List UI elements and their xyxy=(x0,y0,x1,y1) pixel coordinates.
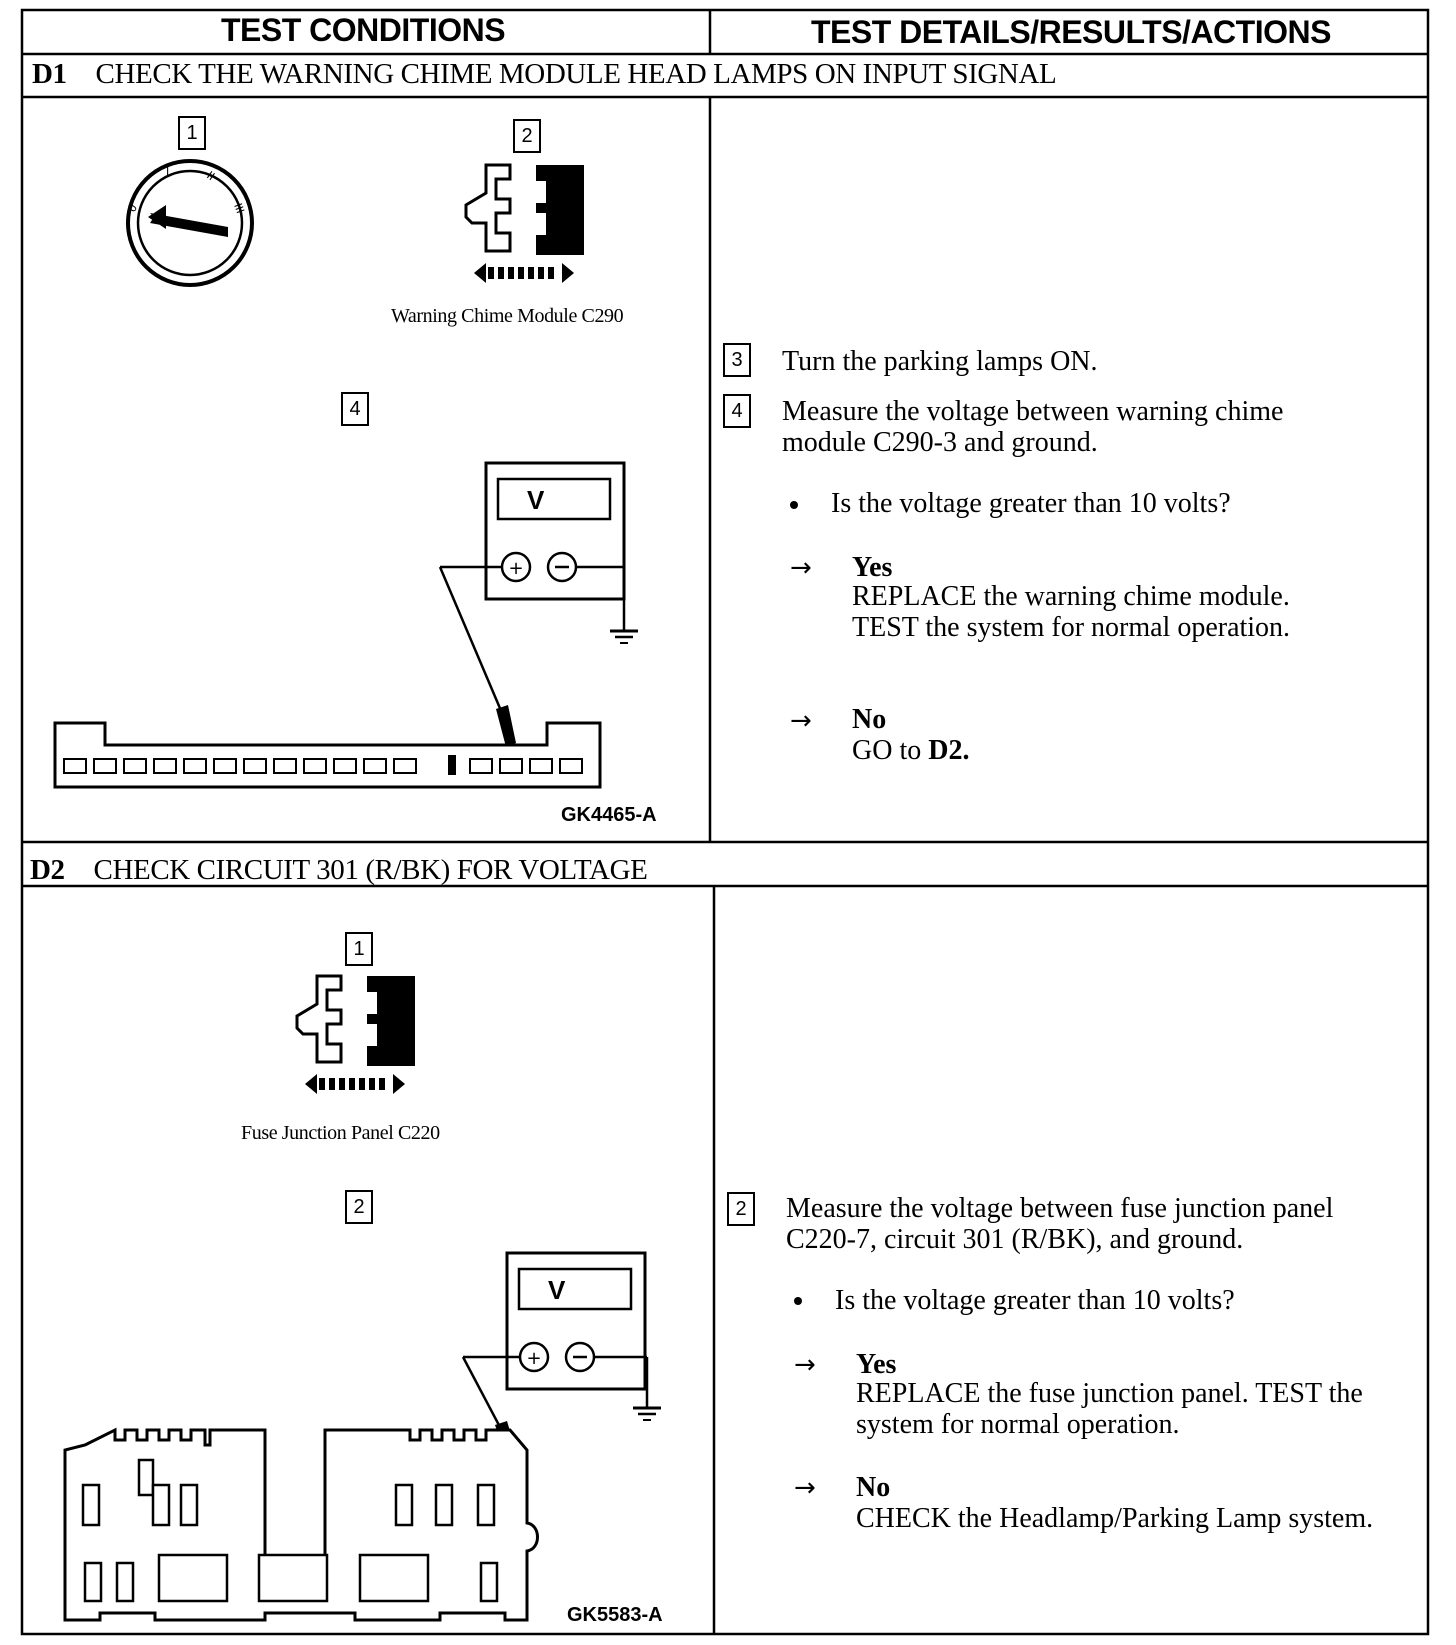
d2-step2-line2: C220-7, circuit 301 (R/BK), and ground. xyxy=(786,1224,1244,1255)
d2-step2-line1: Measure the voltage between fuse junctio… xyxy=(786,1193,1334,1224)
d2-question-bullet xyxy=(794,1297,802,1305)
d2-figure-id: GK5583-A xyxy=(567,1604,663,1626)
d1-no-target: D2. xyxy=(928,735,970,766)
d1-no-arrow: → xyxy=(790,706,812,736)
svg-text:+: + xyxy=(508,558,523,579)
d2-no-arrow: → xyxy=(794,1473,816,1503)
d2-meter-label: V xyxy=(548,1275,566,1305)
d1-figure-id: GK4465-A xyxy=(561,804,657,826)
ignition-switch-icon: 0 I II III xyxy=(125,159,254,287)
d1-step3-text: Turn the parking lamps ON. xyxy=(782,346,1098,377)
d2-step-box-1: 1 xyxy=(345,932,373,966)
section-d2-text: CHECK CIRCUIT 301 (R/BK) FOR VOLTAGE xyxy=(93,854,648,886)
d1-connector-caption: Warning Chime Module C290 xyxy=(391,305,624,327)
d2-connector-caption: Fuse Junction Panel C220 xyxy=(241,1122,440,1144)
d2-yes-arrow: → xyxy=(794,1350,816,1380)
d1-no-action: GO to D2. xyxy=(852,735,969,766)
d2-voltmeter-diagram: + xyxy=(63,1251,661,1622)
d1-yes-line2: TEST the system for normal operation. xyxy=(852,612,1291,643)
d2-no-label: No xyxy=(856,1472,891,1503)
section-d1-title: D1 CHECK THE WARNING CHIME MODULE HEAD L… xyxy=(32,58,1057,91)
d1-yes-arrow: → xyxy=(790,553,812,583)
d2-step-box-2-right: 2 xyxy=(727,1192,755,1226)
d1-step-box-4-right: 4 xyxy=(723,394,751,428)
d1-step-box-3: 3 xyxy=(723,343,751,377)
d1-question: Is the voltage greater than 10 volts? xyxy=(831,488,1231,519)
d1-no-prefix: GO to xyxy=(852,735,929,766)
d1-meter-label: V xyxy=(527,485,545,515)
svg-text:+: + xyxy=(526,1348,541,1369)
d2-yes-line2: system for normal operation. xyxy=(856,1409,1180,1440)
svg-text:III: III xyxy=(231,202,247,216)
header-test-conditions: TEST CONDITIONS xyxy=(221,12,506,48)
d2-yes-line1: REPLACE the fuse junction panel. TEST th… xyxy=(856,1378,1363,1409)
d1-no-label: No xyxy=(852,704,887,735)
d2-yes-label: Yes xyxy=(856,1349,897,1380)
d1-step-box-2: 2 xyxy=(513,119,541,153)
d1-step-box-4: 4 xyxy=(341,392,369,426)
section-d2-title: D2 CHECK CIRCUIT 301 (R/BK) FOR VOLTAGE xyxy=(30,854,648,887)
section-d2-id: D2 xyxy=(30,854,65,886)
svg-text:I: I xyxy=(166,165,169,178)
header-test-details: TEST DETAILS/RESULTS/ACTIONS xyxy=(811,14,1331,50)
d1-yes-label: Yes xyxy=(852,552,893,583)
section-d1-text: CHECK THE WARNING CHIME MODULE HEAD LAMP… xyxy=(95,58,1057,90)
d2-connector-icon xyxy=(295,974,415,1094)
d1-step-box-1: 1 xyxy=(178,116,206,150)
d2-question: Is the voltage greater than 10 volts? xyxy=(835,1285,1235,1316)
section-d1-id: D1 xyxy=(32,58,67,90)
d1-step4-line1: Measure the voltage between warning chim… xyxy=(782,396,1284,427)
d2-no-line1: CHECK the Headlamp/Parking Lamp system. xyxy=(856,1503,1374,1534)
d2-step-box-2: 2 xyxy=(345,1190,373,1224)
d1-connector-icon xyxy=(464,163,584,283)
d1-step4-line2: module C290-3 and ground. xyxy=(782,427,1098,458)
d1-yes-line1: REPLACE the warning chime module. xyxy=(852,581,1290,612)
d1-question-bullet xyxy=(790,501,798,509)
d1-voltmeter-diagram: + xyxy=(53,461,638,789)
